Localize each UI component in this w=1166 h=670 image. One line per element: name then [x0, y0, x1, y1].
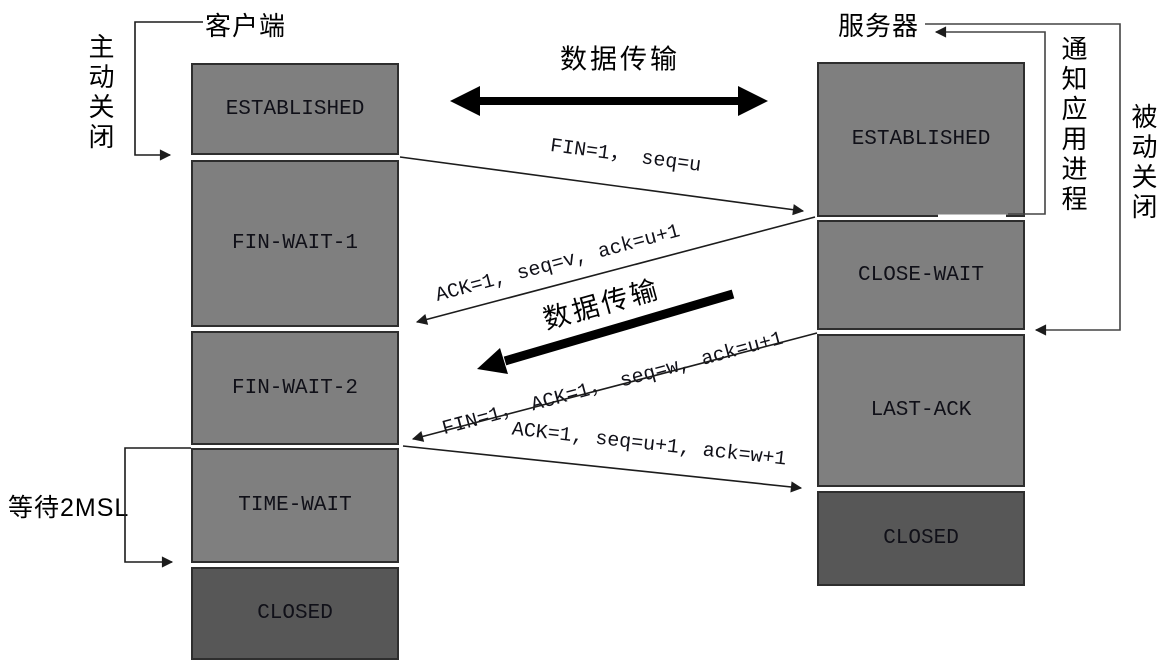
state-label: CLOSED — [257, 602, 333, 625]
state-label: FIN-WAIT-2 — [231, 376, 359, 400]
msg-last-ack-label: ACK=1, seq=u+1, ack=w+1 — [510, 418, 788, 472]
state-label: FIN-WAIT-1 — [231, 232, 359, 255]
wait-2msl-note: 等待2MSL — [8, 494, 130, 522]
server-state-close-wait: CLOSE-WAIT — [817, 220, 1025, 330]
client-state-time-wait: TIME-WAIT — [191, 448, 399, 563]
state-label: ESTABLISHED — [225, 97, 365, 121]
active-close-note: 主动关闭 — [85, 33, 115, 153]
passive-close-note: 被动关闭 — [1128, 103, 1158, 223]
state-label: TIME-WAIT — [238, 494, 352, 517]
state-label: LAST-ACK — [870, 399, 972, 422]
server-header: 服务器 — [838, 11, 920, 41]
state-label: CLOSED — [883, 527, 959, 550]
client-state-fin-wait-1: FIN-WAIT-1 — [191, 160, 399, 327]
wait-2msl-bracket-arrow — [124, 447, 191, 568]
msg-fin-arrow — [399, 156, 805, 216]
state-label: CLOSE-WAIT — [857, 263, 985, 287]
client-state-fin-wait-2: FIN-WAIT-2 — [191, 331, 399, 445]
msg-fin-label: FIN=1， seq=u — [548, 135, 703, 178]
data-transfer-top-label: 数据传输 — [560, 44, 680, 75]
state-label: ESTABLISHED — [851, 128, 991, 151]
notify-app-note: 通知应用进程 — [1058, 35, 1088, 215]
server-state-established: ESTABLISHED — [817, 62, 1025, 217]
server-state-closed: CLOSED — [817, 491, 1025, 586]
client-state-established: ESTABLISHED — [191, 63, 399, 155]
client-header: 客户端 — [205, 11, 287, 41]
data-transfer-mid-label: 数据传输 — [539, 273, 664, 335]
data-transfer-top-arrow — [450, 86, 768, 116]
client-state-closed: CLOSED — [191, 567, 399, 660]
msg-fin-ack-label: FIN=1， ACK=1， seq=w, ack=u+1 — [439, 327, 786, 442]
server-state-last-ack: LAST-ACK — [817, 334, 1025, 487]
